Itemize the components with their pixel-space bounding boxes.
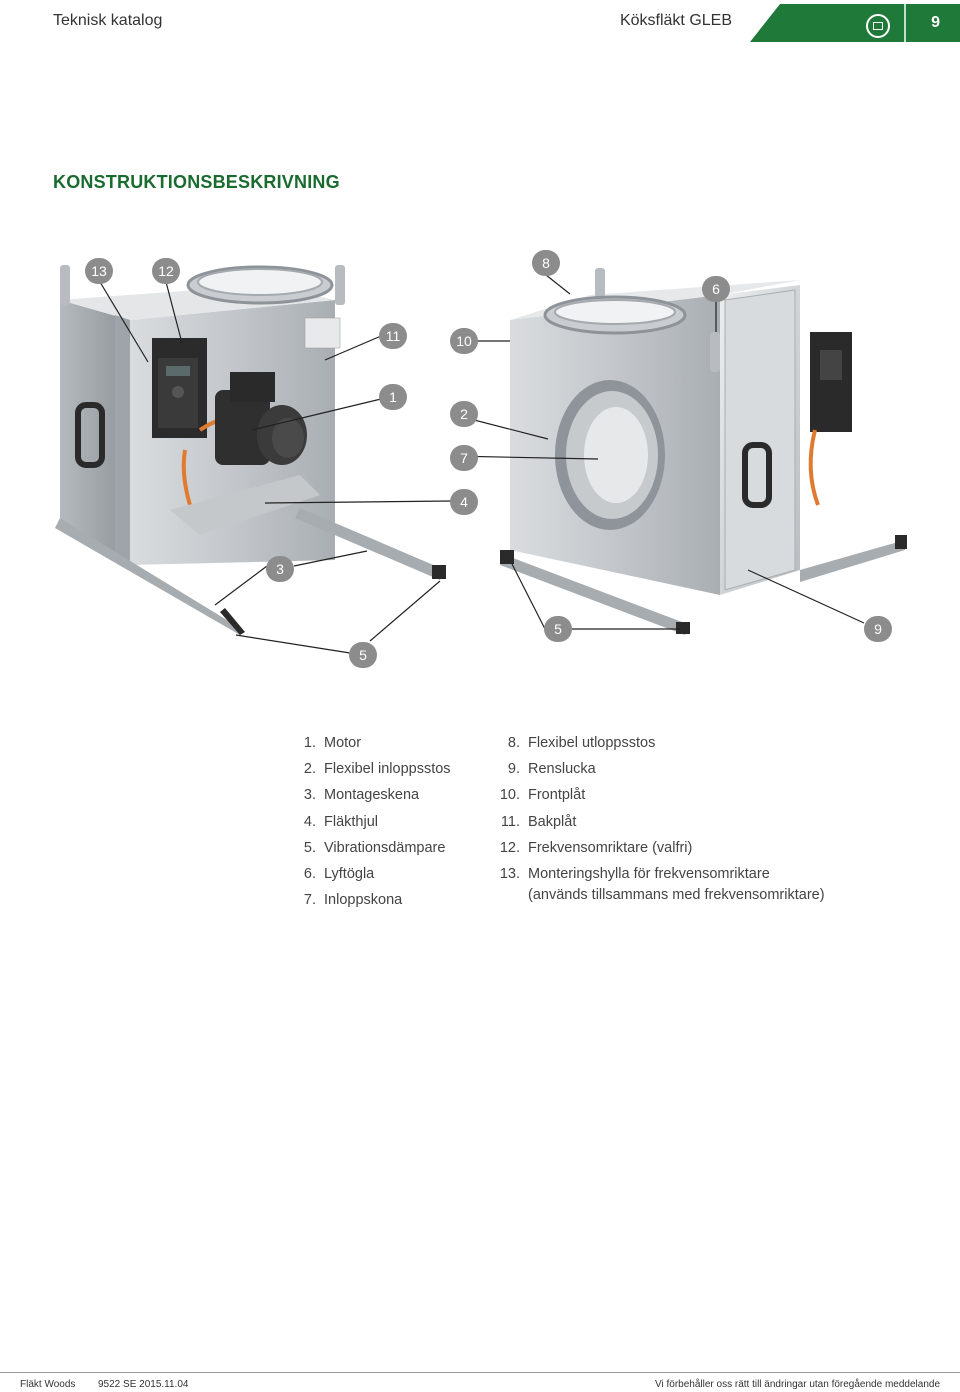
callout-5-right: 5	[544, 616, 572, 642]
footer-company: Fläkt Woods	[20, 1379, 76, 1390]
callout-3: 3	[266, 556, 294, 582]
callout-2: 2	[450, 401, 478, 427]
callout-13: 13	[85, 258, 113, 284]
callout-9: 9	[864, 616, 892, 642]
callout-5-left: 5	[349, 642, 377, 668]
callout-8: 8	[532, 250, 560, 276]
catalog-title: Teknisk katalog	[53, 12, 163, 29]
callout-12: 12	[152, 258, 180, 284]
tab-shape	[750, 4, 960, 42]
callout-10: 10	[450, 328, 478, 354]
list-item: 9.Renslucka	[507, 761, 596, 778]
callout-7: 7	[450, 445, 478, 471]
product-figure: 13 12 11 10 1 2 7 4 3 5 8 6 5 9	[0, 240, 960, 680]
callout-1: 1	[379, 384, 407, 410]
section-title: KONSTRUKTIONSBESKRIVNING	[53, 172, 340, 192]
left-fan-unit	[55, 265, 446, 635]
footer-doc-id: 9522 SE 2015.11.04	[98, 1379, 189, 1390]
brand-logo-icon	[866, 14, 890, 38]
callout-4: 4	[450, 489, 478, 515]
list-item: 6.Lyftögla	[303, 865, 375, 882]
callout-11: 11	[379, 323, 407, 349]
list-item: 13.Monteringshylla för frekvensomriktare…	[499, 865, 825, 903]
page-number: 9	[931, 14, 940, 31]
list-item: 2.Flexibel inloppsstos	[303, 761, 451, 778]
right-fan-unit	[500, 268, 907, 635]
list-item: 8.Flexibel utloppsstos	[507, 735, 656, 751]
product-name: Köksfläkt GLEB	[619, 12, 732, 29]
footer-disclaimer: Vi förbehåller oss rätt till ändringar u…	[655, 1379, 940, 1390]
parts-list-right: 8.Flexibel utloppsstos 9.Renslucka 10.Fr…	[496, 734, 876, 909]
fan-illustration	[55, 265, 907, 654]
list-item: 4.Fläkthjul	[303, 813, 378, 830]
list-item: 7.Inloppskona	[303, 892, 403, 909]
list-item: 10.Frontplåt	[499, 787, 586, 804]
page-footer: Fläkt Woods 9522 SE 2015.11.04 Vi förbeh…	[0, 1372, 960, 1390]
callout-6: 6	[702, 276, 730, 302]
list-item: 11.Bakplåt	[500, 813, 577, 830]
list-item: 12.Frekvensomriktare (valfri)	[499, 839, 693, 856]
parts-list-left: 1.Motor 2.Flexibel inloppsstos 3.Montage…	[292, 734, 482, 917]
list-item: 5.Vibrationsdämpare	[303, 839, 446, 856]
header-tab: 9	[750, 4, 960, 42]
list-item: 1.Motor	[303, 735, 362, 751]
list-item: 3.Montageskena	[303, 787, 420, 804]
